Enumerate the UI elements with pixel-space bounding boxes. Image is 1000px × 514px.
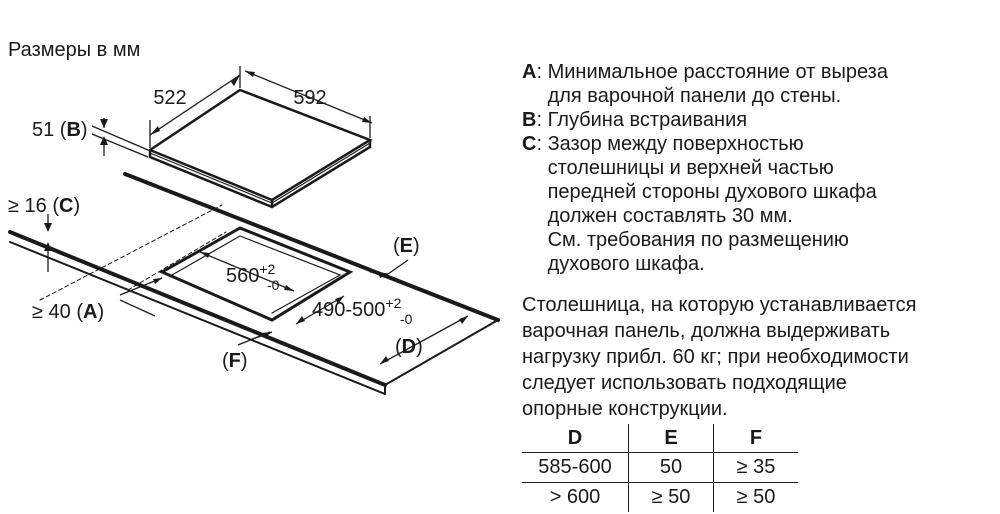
cutout-width-tol-minus: -0 (267, 277, 280, 293)
legend-key: A (522, 61, 537, 83)
table-row: 585-600 50 ≥ 35 (522, 452, 798, 483)
table-cell: 50 (628, 452, 714, 483)
label-f: (F) (222, 350, 248, 372)
legend-key: C (522, 133, 537, 155)
embed-depth-label: 51 (B) (32, 119, 88, 141)
worktop-front-edge (8, 230, 387, 387)
label-e: (E) (393, 235, 420, 257)
units-caption: Размеры в мм (8, 39, 140, 61)
table-cell: ≥ 35 (713, 452, 798, 483)
legend-item-b: B: Глубина встраивания (522, 109, 748, 131)
legend-text: Минимальное расстояние от выреза для вар… (547, 61, 888, 107)
cutout-depth-label: 490-500+2 (312, 295, 402, 321)
hob-width-label: 592 (293, 87, 326, 109)
table-header: E (628, 424, 714, 453)
cutout-depth-tol-minus: -0 (400, 311, 413, 327)
load-note: Столешница, на которую устанавливается в… (522, 294, 917, 420)
hob-drawing (147, 88, 373, 209)
table-cell: ≥ 50 (628, 482, 714, 512)
table-cell: 585-600 (522, 452, 629, 483)
legend-text: Зазор между поверхностью столешницы и ве… (547, 133, 877, 275)
hob-dimension-lines (91, 66, 373, 158)
table-row: > 600 ≥ 50 ≥ 50 (522, 482, 798, 512)
dimension-table: D E F 585-600 50 ≥ 35 > 600 ≥ 50 ≥ 50 (522, 424, 798, 512)
legend: A: Минимальное расстояние от выреза для … (522, 60, 1000, 276)
legend-key: B (522, 109, 537, 131)
table-header: F (713, 424, 798, 453)
cutout-width-label: 560+2 (226, 261, 276, 287)
worktop-back-edge (123, 172, 500, 322)
table-cell: ≥ 50 (713, 482, 798, 512)
clearance-label: ≥ 16 (C) (8, 195, 80, 217)
table-header: D (567, 426, 583, 449)
installation-diagram: Размеры в мм 522 592 51 (B) (8, 39, 500, 395)
table-header-row: D E F (522, 424, 798, 453)
label-d: (D) (395, 336, 423, 358)
wall-distance-label: ≥ 40 (A) (32, 301, 104, 323)
legend-text: Глубина встраивания (547, 109, 748, 131)
legend-item-c: C: Зазор между поверхностью столешницы и… (522, 133, 877, 275)
table-cell: > 600 (549, 486, 601, 508)
hob-depth-label: 522 (153, 87, 186, 109)
worktop-drawing (8, 172, 500, 395)
cutout (158, 226, 354, 322)
worktop-dimension-lines (44, 214, 469, 365)
legend-item-a: A: Минимальное расстояние от выреза для … (522, 61, 888, 107)
